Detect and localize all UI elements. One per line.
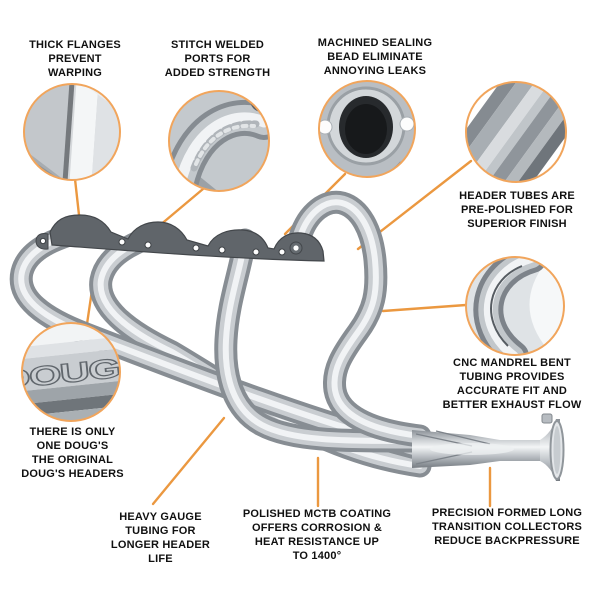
detail-circle-sealing-bead	[318, 80, 416, 178]
detail-circle-stitch-weld	[168, 90, 270, 192]
lead-cnc-mandrel	[381, 303, 468, 313]
collector	[412, 413, 565, 481]
detail-circle-polished-tube	[465, 81, 567, 183]
callout-stitch-welded: STITCH WELDED PORTS FOR ADDED STRENGTH	[164, 39, 271, 79]
callout-polished-coating: POLISHED MCTB COATING OFFERS CORROSION &…	[242, 508, 392, 562]
detail-circle-dougs-stamp: DOUGS	[21, 322, 121, 422]
callout-only-one-dougs: THERE IS ONLY ONE DOUG'S THE ORIGINAL DO…	[21, 426, 124, 480]
callout-cnc-mandrel: CNC MANDREL BENT TUBING PROVIDES ACCURAT…	[442, 357, 582, 411]
callout-header-tubes: HEADER TUBES ARE PRE-POLISHED FOR SUPERI…	[459, 190, 575, 230]
bolt-holes	[118, 238, 286, 256]
callout-heavy-gauge: HEAVY GAUGE TUBING FOR LONGER HEADER LIF…	[110, 511, 211, 565]
lead-stitch-welded	[157, 187, 205, 228]
exhaust-header-illustration	[21, 202, 565, 481]
callout-precision-collectors: PRECISION FORMED LONG TRANSITION COLLECT…	[431, 507, 583, 547]
lead-thick-flanges	[73, 177, 81, 217]
detail-circle-mandrel-bend	[465, 256, 565, 356]
callout-machined-sealing: MACHINED SEALING BEAD ELIMINATE ANNOYING…	[317, 37, 433, 77]
callout-thick-flanges: THICK FLANGES PREVENT WARPING	[29, 39, 121, 79]
flange-rail	[35, 214, 325, 262]
lead-heavy-gauge	[151, 416, 226, 506]
detail-circle-thick-flanges	[23, 83, 121, 181]
